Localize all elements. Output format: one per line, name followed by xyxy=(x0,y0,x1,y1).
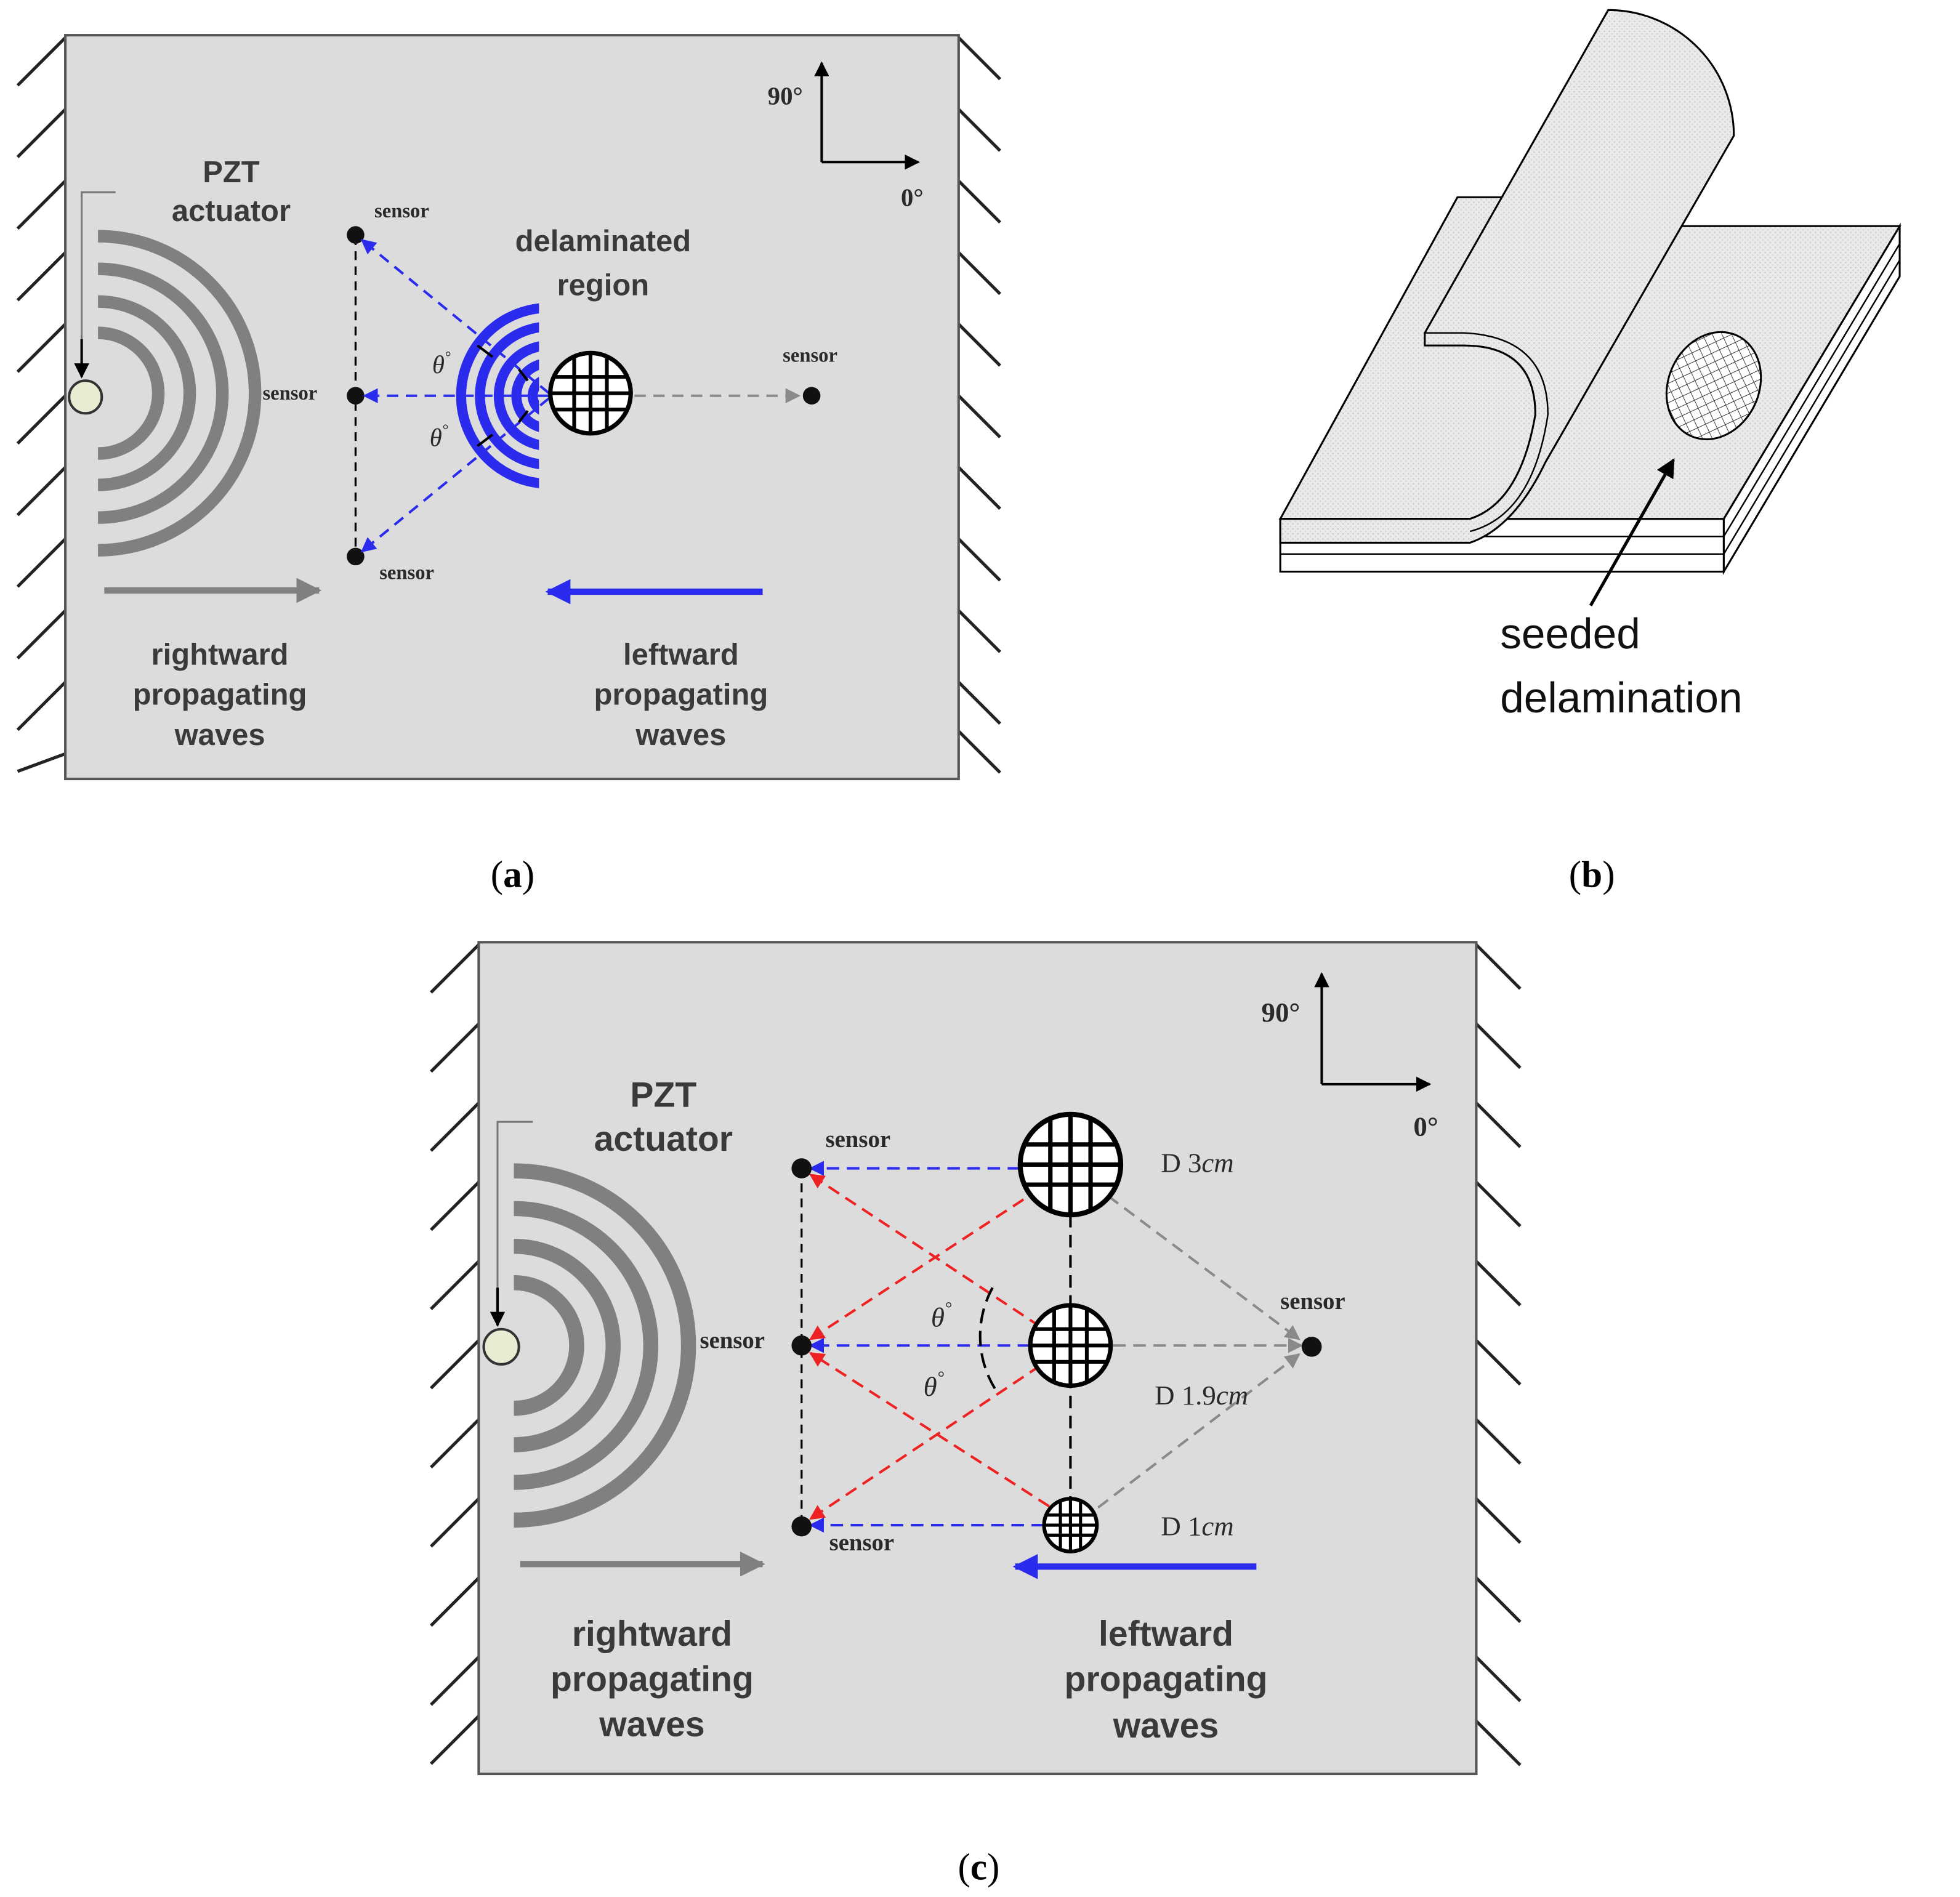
panel-a: 90° 0° PZT actuator sensor sensor sensor… xyxy=(16,34,1001,781)
theta-ticks-a xyxy=(477,344,529,447)
leftward-label-line3: waves xyxy=(635,719,726,752)
theta-label-lower-c: θ° xyxy=(924,1368,944,1401)
delamination-small xyxy=(1042,1497,1099,1553)
seeded-delamination-line1: seeded xyxy=(1500,610,1640,658)
left-wall-hatch xyxy=(16,36,67,773)
sensor-dot-right-c xyxy=(1301,1336,1322,1357)
sensor-label-top-c: sensor xyxy=(826,1126,890,1153)
sensor-dot-middle-c xyxy=(791,1335,812,1356)
caption-b: (b) xyxy=(1569,854,1615,896)
actuator-title-line1: PZT xyxy=(203,156,260,189)
right-wall-hatch xyxy=(958,36,1001,774)
right-wall-hatch-c xyxy=(1475,943,1522,1766)
angle-90-label: 90° xyxy=(768,82,803,110)
actuator-wave-arcs xyxy=(98,230,262,557)
actuator-leader-line-c xyxy=(490,1121,533,1327)
left-wall-hatch-c xyxy=(430,943,480,1765)
rightward-label-line3: waves xyxy=(174,719,265,752)
leftward-label-line3-c: waves xyxy=(1113,1706,1219,1746)
delamination-large xyxy=(1017,1111,1124,1218)
angle-0-label-c: 0° xyxy=(1413,1111,1438,1142)
rightward-label-line2-c: propagating xyxy=(550,1659,754,1699)
theta-label-lower: θ° xyxy=(430,422,448,451)
actuator-wave-arcs-c xyxy=(514,1163,696,1528)
sensor-dot-bottom xyxy=(347,547,365,566)
sensor-dot-middle xyxy=(347,387,365,405)
panel-b: seeded delamination xyxy=(1278,9,1902,722)
sensor-dot-top xyxy=(347,226,365,244)
leftward-label-line2: propagating xyxy=(594,679,768,712)
diameter-medium-label: D 1.9cm xyxy=(1155,1380,1248,1411)
angle-90-label-c: 90° xyxy=(1262,997,1301,1028)
actuator-title-line2-c: actuator xyxy=(594,1119,733,1159)
seeded-delamination-line2: delamination xyxy=(1500,674,1742,722)
caption-c: (c) xyxy=(958,1846,999,1888)
seeded-delamination-ellipse xyxy=(1665,331,1762,441)
sensor-label-middle: sensor xyxy=(262,382,317,405)
caption-a: (a) xyxy=(491,854,534,896)
rightward-label-line3-c: waves xyxy=(599,1705,705,1744)
diameter-small-label: D 1cm xyxy=(1161,1510,1233,1541)
actuator-title-line1-c: PZT xyxy=(630,1076,696,1115)
reflected-wave-fan xyxy=(456,303,539,488)
sensor-label-right-c: sensor xyxy=(1280,1288,1345,1315)
leftward-label-line1-c: leftward xyxy=(1099,1614,1233,1654)
delamination-pointer-arrow xyxy=(1589,458,1676,606)
angle-0-label: 0° xyxy=(901,184,924,212)
plate-a xyxy=(64,34,960,781)
sensor-dot-top-c xyxy=(791,1158,812,1178)
pzt-actuator-disc xyxy=(68,379,103,415)
theta-arc-c xyxy=(978,1287,1000,1396)
panel-c: 90° 0° PZT actuator xyxy=(430,941,1522,1776)
sensor-label-middle-c: sensor xyxy=(700,1327,764,1353)
sensor-label-bottom: sensor xyxy=(379,562,434,584)
delaminated-region-line1: delaminated xyxy=(515,225,692,258)
sensor-label-bottom-c: sensor xyxy=(829,1529,894,1556)
actuator-leader-line xyxy=(74,191,116,379)
rightward-label-line2: propagating xyxy=(133,679,307,712)
axes-icon xyxy=(814,61,920,170)
cross-reflection-arrows xyxy=(809,1174,1050,1520)
leftward-label-line1: leftward xyxy=(623,638,739,671)
leftward-label-line2-c: propagating xyxy=(1064,1659,1267,1699)
sensor-dot-bottom-c xyxy=(791,1516,812,1537)
axes-icon-c xyxy=(1314,972,1432,1092)
rightward-label-line1: rightward xyxy=(151,638,289,671)
pzt-actuator-disc-c xyxy=(482,1327,520,1366)
reflected-wave-arrows xyxy=(360,239,550,553)
delaminated-region-line2: region xyxy=(557,269,650,302)
rightward-label-line1-c: rightward xyxy=(572,1614,732,1654)
theta-label-upper-c: θ° xyxy=(931,1299,951,1332)
diameter-large-label: D 3cm xyxy=(1161,1148,1233,1178)
sensor-label-top: sensor xyxy=(374,200,429,222)
direct-reflection-arrows xyxy=(809,1161,1044,1533)
delamination-medium xyxy=(1028,1303,1113,1388)
sensor-dot-right xyxy=(802,387,821,405)
sensor-label-right: sensor xyxy=(783,345,837,367)
transmitted-wave-arrows-c xyxy=(1097,1194,1304,1509)
delamination-grid-a xyxy=(548,350,633,436)
actuator-title-line2: actuator xyxy=(172,195,291,228)
theta-label-upper: θ° xyxy=(432,349,451,379)
